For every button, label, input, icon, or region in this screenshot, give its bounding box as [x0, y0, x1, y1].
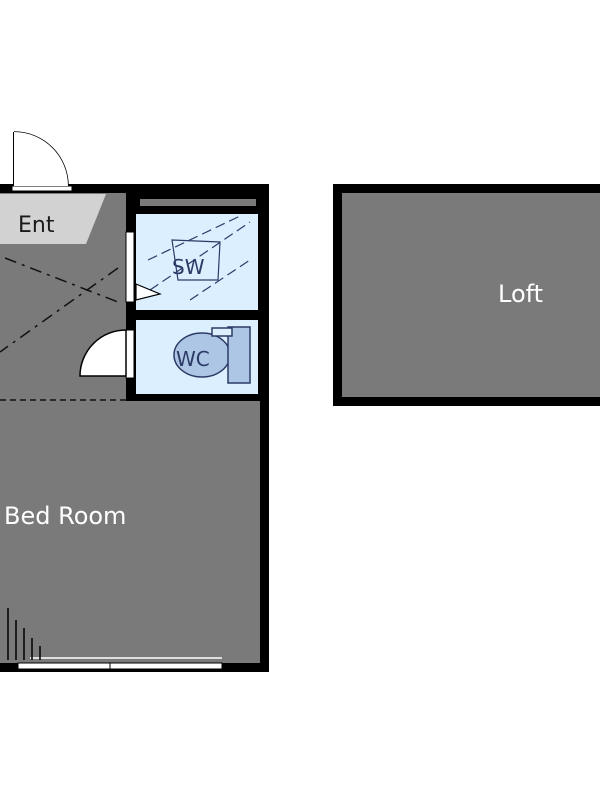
unit-top-wall — [0, 184, 268, 193]
toilet-door — [79, 329, 127, 377]
loft-bottom-wall — [333, 397, 600, 406]
bedroom-label: Bed Room — [4, 502, 126, 530]
toilet-door-gap — [125, 329, 135, 379]
entry-area — [0, 194, 106, 244]
shower-label: SW — [172, 255, 205, 279]
shower-top-strip — [140, 199, 256, 206]
entrance-label: Ent — [18, 213, 55, 238]
entrance-door-gap — [11, 185, 73, 192]
wall-unit-ticks — [7, 608, 41, 660]
loft-left-wall — [333, 184, 342, 406]
entrance-door — [13, 131, 69, 187]
main-unit: Ent SW WC Bed Room — [0, 131, 269, 672]
loft-label: Loft — [498, 280, 543, 308]
balcony-window — [17, 657, 223, 670]
loft-unit: Loft — [333, 184, 600, 406]
toilet-label: WC — [176, 347, 210, 371]
shower-door-gap — [125, 231, 135, 303]
loft-top-wall — [333, 184, 600, 193]
ceiling-dash-lines — [0, 257, 119, 353]
unit-right-wall — [260, 184, 269, 672]
shower-fixtures — [135, 215, 251, 301]
loft-floor — [339, 190, 600, 399]
toilet-fixture — [173, 326, 251, 384]
